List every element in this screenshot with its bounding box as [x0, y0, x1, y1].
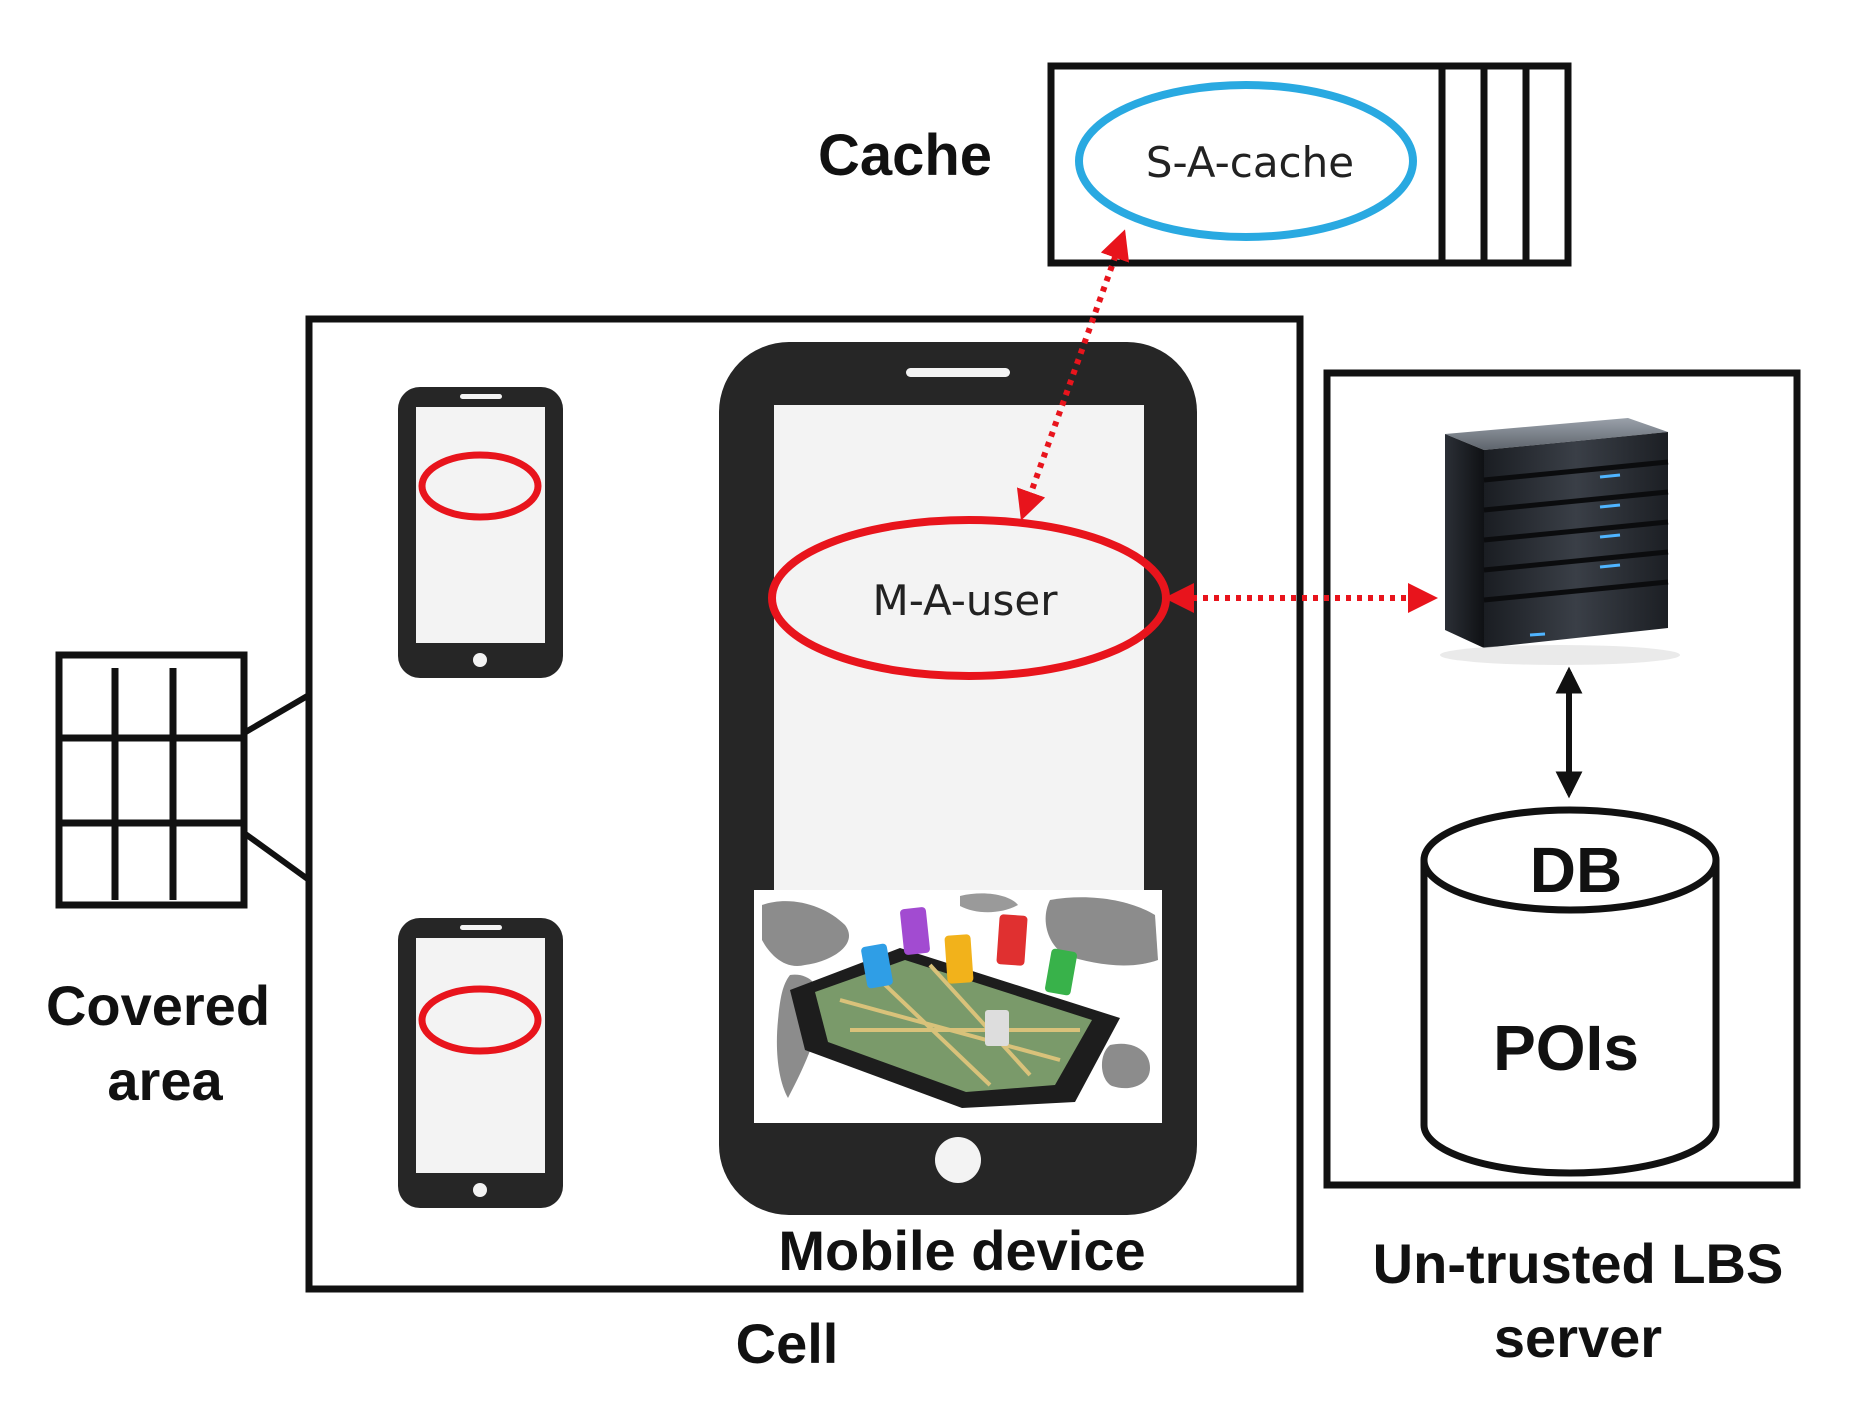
server-tower-icon: [1440, 418, 1680, 665]
anonymity-ellipse: [418, 451, 542, 521]
db-label: DB: [1530, 834, 1622, 906]
phone-screen: [416, 938, 545, 1173]
small-phone-top: [398, 387, 563, 678]
map-smartphone-illustration: [754, 890, 1162, 1123]
poi-tag: [900, 907, 930, 955]
phone-screen: [416, 407, 545, 643]
s-a-cache-label: S-A-cache: [1146, 138, 1354, 187]
database-cylinder-icon: [1420, 806, 1720, 1177]
poi-tag: [985, 1010, 1009, 1046]
s-a-cache-ellipse: [1075, 81, 1417, 241]
phone-speaker: [906, 368, 1010, 377]
phone-speaker: [460, 394, 502, 399]
illustration-phone-screen: [815, 960, 1092, 1092]
cache-box: [1047, 62, 1572, 267]
covered-area-label-line2: area: [107, 1049, 223, 1112]
phone-speaker: [460, 925, 502, 930]
m-a-user-label: M-A-user: [872, 576, 1058, 625]
lbs-server-component: DB POIs Un-trusted LBS server: [1323, 369, 1801, 1369]
cache-component: Cache S-A-cache: [818, 62, 1572, 267]
cell-box: [305, 315, 1304, 1293]
mobile-device: M-A-user: [719, 342, 1197, 1215]
cache-label: Cache: [818, 123, 992, 188]
phone-home-button: [935, 1137, 981, 1183]
pois-label: POIs: [1493, 1012, 1639, 1084]
server-box: [1323, 369, 1801, 1189]
phone-home-button: [473, 653, 487, 667]
anonymity-ellipse: [418, 985, 542, 1055]
server-label-line2: server: [1494, 1306, 1662, 1369]
phone-home-button: [473, 1183, 487, 1197]
zoom-connector-line: [242, 692, 311, 736]
cell-component: Cell: [305, 315, 1304, 1375]
poi-tag: [996, 914, 1028, 966]
poi-tag: [1045, 948, 1077, 996]
mobile-device-label: Mobile device: [778, 1219, 1145, 1282]
covered-area-component: Covered area: [46, 651, 311, 1112]
cell-label: Cell: [736, 1312, 839, 1375]
server-label-line1: Un-trusted LBS: [1373, 1232, 1784, 1295]
covered-area-label-line1: Covered: [46, 974, 270, 1037]
poi-tag: [861, 943, 893, 989]
poi-tag: [944, 934, 974, 984]
zoom-connector-line: [242, 830, 311, 883]
coverage-grid-icon: [55, 651, 248, 909]
small-phone-bottom: [398, 918, 563, 1208]
